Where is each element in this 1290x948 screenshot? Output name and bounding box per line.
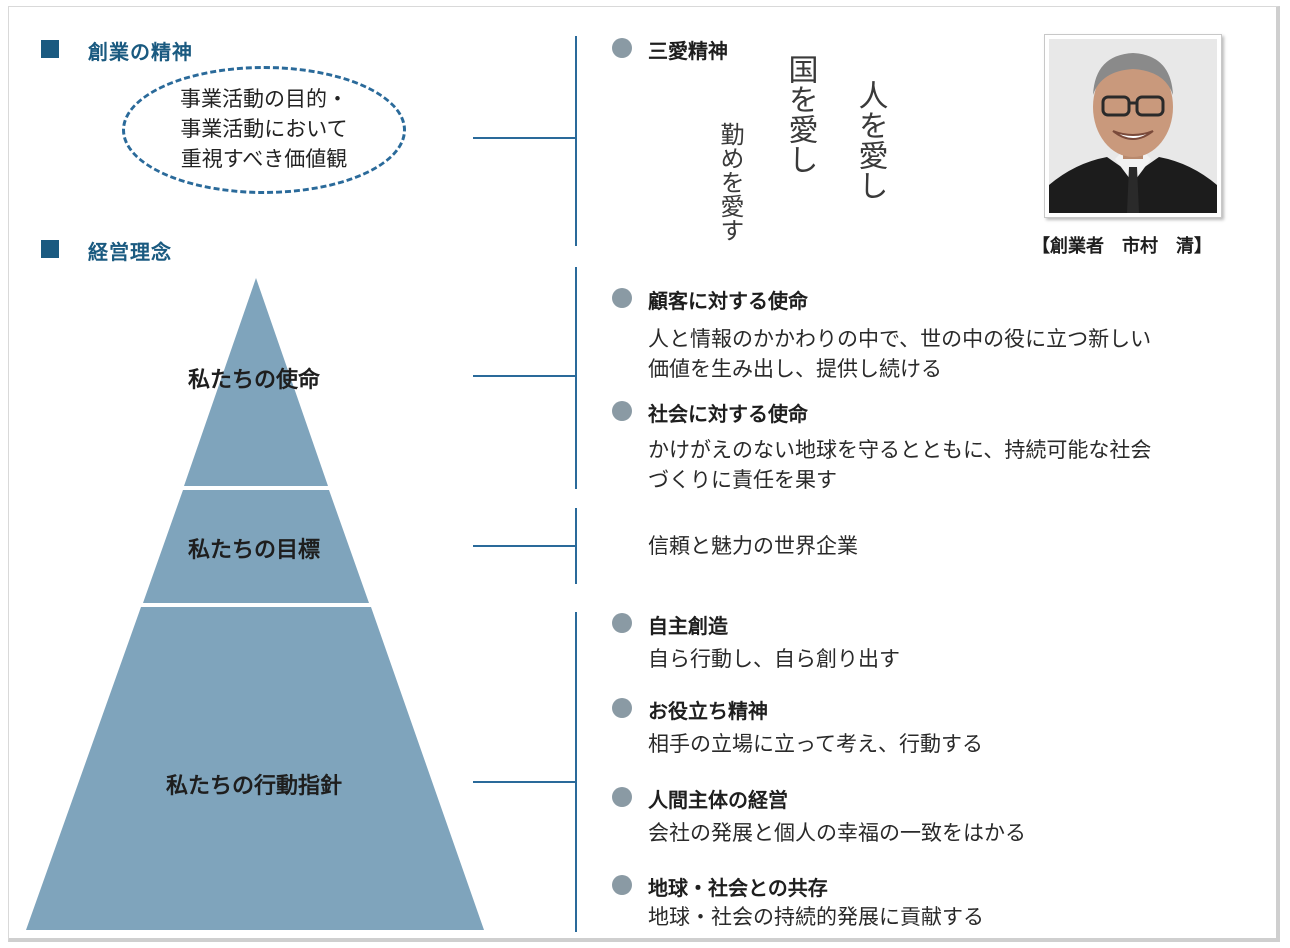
calligraphy-line: 国を愛し: [783, 54, 818, 174]
description-line: かけがえのない地球を守るとともに、持続可能な社会: [648, 438, 1152, 462]
mission-title: 顧客に対する使命: [648, 289, 808, 313]
connector-goal: [473, 545, 577, 547]
connector-mission: [473, 375, 577, 377]
founding-spirit-title: 創業の精神: [88, 40, 193, 64]
pyramid-level-action: [26, 607, 484, 930]
action-title: 自主創造: [648, 614, 728, 638]
ellipse-line: 事業活動において: [180, 117, 348, 141]
mission-description: 人と情報のかかわりの中で、世の中の役に立つ新しい 価値を生み出し、提供し続ける: [648, 324, 1151, 384]
section-marker-philosophy: [41, 240, 59, 258]
action-description: 相手の立場に立って考え、行動する: [648, 732, 983, 756]
bracket-mission: [575, 267, 577, 489]
management-philosophy-title: 経営理念: [88, 240, 172, 264]
ellipse-line: 事業活動の目的・: [180, 87, 348, 111]
action-description: 会社の発展と個人の幸福の一致をはかる: [648, 821, 1026, 845]
description-line: 人と情報のかかわりの中で、世の中の役に立つ新しい: [648, 327, 1152, 351]
mission-title: 社会に対する使命: [648, 402, 808, 426]
pyramid-label-action: 私たちの行動指針: [165, 774, 343, 799]
action-title: 人間主体の経営: [648, 788, 788, 812]
calligraphy-image: 人を愛し 国を愛し 勤めを愛す: [716, 54, 888, 242]
pyramid-diagram: [26, 278, 484, 930]
action-title: 地球・社会との共存: [648, 876, 828, 900]
pyramid-label-goal: 私たちの目標: [187, 538, 321, 563]
description-line: 価値を生み出し、提供し続ける: [648, 357, 942, 381]
pyramid-label-mission: 私たちの使命: [187, 368, 321, 393]
bracket-action: [575, 612, 577, 932]
action-title: お役立ち精神: [648, 699, 768, 723]
pyramid-level-mission: [184, 278, 328, 486]
three-loves-title: 三愛精神: [648, 39, 728, 63]
bracket-goal: [575, 508, 577, 584]
calligraphy-line: 人を愛し: [853, 80, 888, 200]
action-description: 自ら行動し、自ら創り出す: [648, 647, 900, 671]
founder-photo: [1044, 34, 1222, 218]
bullet-dot: [612, 38, 632, 58]
founder-portrait: [1049, 39, 1217, 213]
bracket-founding: [575, 36, 577, 246]
calligraphy-line: 勤めを愛す: [716, 122, 744, 242]
section-marker-founding: [41, 40, 59, 58]
bullet-dot: [612, 698, 632, 718]
founding-spirit-description: 事業活動の目的・ 事業活動において 重視すべき価値観: [122, 84, 406, 174]
bullet-dot: [612, 787, 632, 807]
goal-text: 信頼と魅力の世界企業: [648, 534, 858, 558]
bullet-dot: [612, 875, 632, 895]
connector-founding: [473, 137, 577, 139]
description-line: づくりに責任を果す: [648, 468, 837, 492]
founder-caption: 【創業者 市村 清】: [1032, 236, 1212, 257]
bullet-dot: [612, 401, 632, 421]
action-description: 地球・社会の持続的発展に貢献する: [648, 905, 984, 929]
bullet-dot: [612, 288, 632, 308]
connector-action: [473, 781, 577, 783]
founding-spirit-ellipse: [122, 66, 406, 194]
pyramid-level-goal: [143, 490, 369, 603]
bullet-dot: [612, 613, 632, 633]
ellipse-line: 重視すべき価値観: [180, 147, 348, 171]
mission-description: かけがえのない地球を守るとともに、持続可能な社会 づくりに責任を果す: [648, 435, 1151, 495]
